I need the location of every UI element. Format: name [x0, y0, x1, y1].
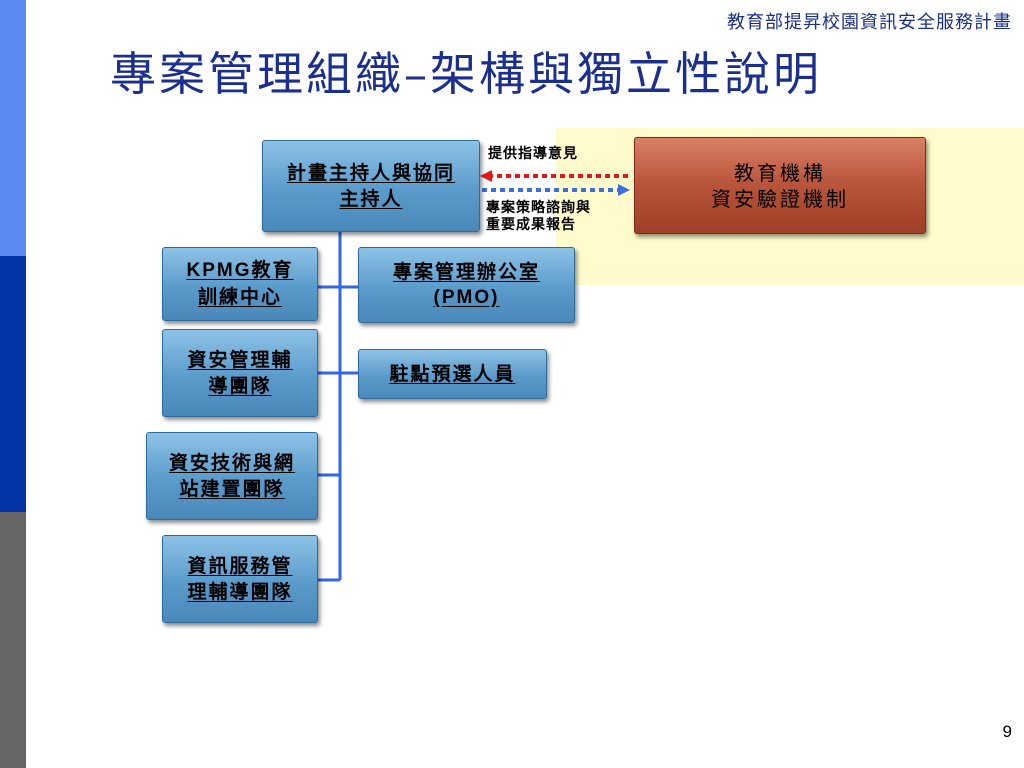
- external-institution-box: 教育機構 資安驗證機制: [634, 137, 926, 234]
- project-host-box: 計畫主持人與協同 主持人: [262, 140, 480, 232]
- external-institution-line2: 資安驗證機制: [711, 186, 849, 211]
- external-institution-line1: 教育機構: [734, 160, 826, 185]
- report-arrow-label-line1: 專案策略諮詢與: [486, 200, 591, 216]
- info-service-management-team-line2: 理輔導團隊: [187, 581, 293, 603]
- kpmg-training-center-box: KPMG教育 訓練中心: [162, 247, 318, 321]
- infosec-tech-web-team-line2: 站建置團隊: [179, 478, 285, 500]
- infosec-management-team-box: 資安管理輔 導團隊: [162, 329, 318, 417]
- left-accent-bar-bottom: [0, 512, 26, 768]
- header-caption: 教育部提昇校園資訊安全服務計畫: [727, 12, 1012, 33]
- left-accent-bar-top: [0, 0, 26, 256]
- guidance-arrow-label: 提供指導意見: [488, 146, 578, 162]
- report-arrow: [482, 184, 630, 196]
- project-host-line2: 主持人: [339, 188, 403, 210]
- kpmg-training-center-line1: KPMG教育: [186, 260, 294, 281]
- left-accent-bar-middle: [0, 256, 26, 512]
- onsite-staff-box: 駐點預選人員: [358, 349, 547, 399]
- infosec-management-team-line2: 導團隊: [208, 375, 272, 397]
- onsite-staff-line1: 駐點預選人員: [389, 363, 516, 385]
- pmo-line2: (PMO): [433, 287, 500, 308]
- project-host-line1: 計畫主持人與協同: [286, 162, 455, 184]
- infosec-management-team-line1: 資安管理輔: [187, 349, 293, 371]
- infosec-tech-web-team-line1: 資安技術與網: [168, 452, 295, 474]
- info-service-management-team-line1: 資訊服務管: [187, 555, 293, 577]
- page-title: 專案管理組織–架構與獨立性說明: [110, 47, 822, 101]
- report-arrow-label: 專案策略諮詢與 重要成果報告: [486, 200, 591, 234]
- pmo-line1: 專案管理辦公室: [392, 261, 540, 283]
- info-service-management-team-box: 資訊服務管 理輔導團隊: [162, 535, 318, 623]
- page-number: 9: [1002, 722, 1012, 741]
- kpmg-training-center-line2: 訓練中心: [197, 286, 282, 308]
- report-arrow-label-line2: 重要成果報告: [486, 217, 576, 233]
- pmo-box: 專案管理辦公室 (PMO): [358, 247, 575, 323]
- infosec-tech-web-team-box: 資安技術與網 站建置團隊: [146, 432, 318, 520]
- guidance-arrow: [480, 170, 628, 182]
